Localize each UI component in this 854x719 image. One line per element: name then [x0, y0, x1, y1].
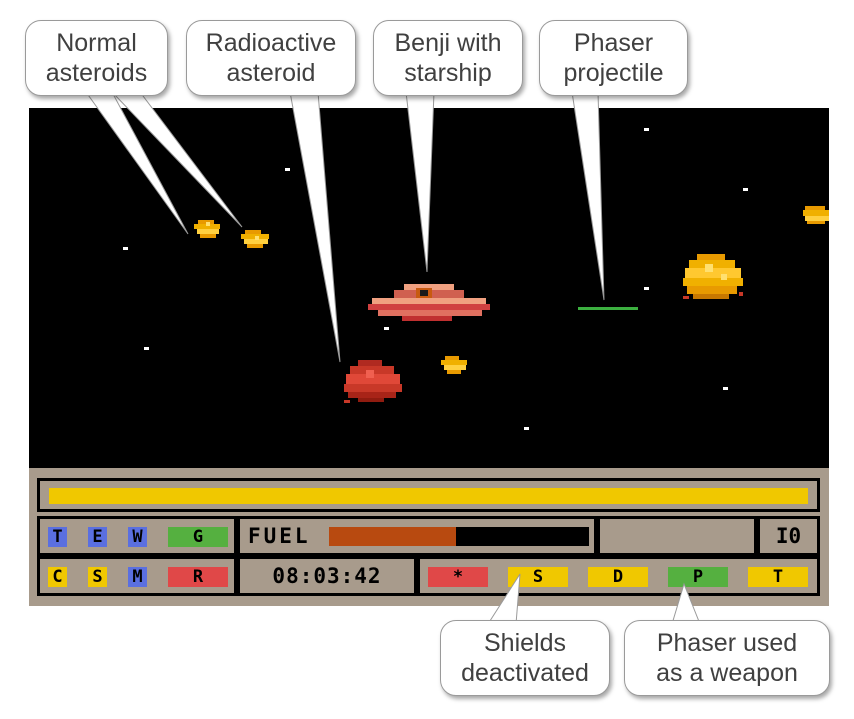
- fuel-panel: FUEL: [237, 516, 597, 556]
- normal-asteroid: [803, 206, 829, 224]
- key-t-label: T: [52, 527, 63, 547]
- stars: [123, 128, 748, 430]
- status-blank: [597, 516, 757, 556]
- normal-asteroid: [194, 220, 220, 238]
- callout-phaser-weapon: Phaser used as a weapon: [624, 620, 830, 696]
- key-c[interactable]: C: [48, 567, 67, 587]
- callout-shields-deactivated: Shields deactivated: [440, 620, 610, 696]
- star: [723, 387, 728, 390]
- fuel-gauge: [329, 527, 589, 546]
- fuel-label: FUEL: [248, 524, 311, 548]
- counter-value: I0: [775, 524, 802, 548]
- action-bar: [417, 556, 820, 596]
- callout-phaser-projectile-text: Phaser projectile: [563, 29, 664, 87]
- space-scene: [123, 128, 829, 430]
- normal-asteroid: [241, 230, 269, 248]
- phaser-button[interactable]: P: [668, 567, 728, 587]
- key-e-label: E: [92, 527, 103, 547]
- action-asterisk-label: *: [452, 567, 464, 587]
- large-asteroid: [683, 254, 743, 299]
- star: [644, 128, 649, 131]
- key-g[interactable]: G: [168, 527, 228, 547]
- star: [524, 427, 529, 430]
- phaser-button-label: P: [692, 567, 704, 587]
- key-w-label: W: [132, 527, 143, 547]
- shield-bar-frame: [37, 478, 820, 512]
- key-r[interactable]: R: [168, 567, 228, 587]
- phaser-projectile: [578, 307, 638, 310]
- callout-radioactive-asteroid-text: Radioactive asteroid: [205, 29, 337, 87]
- callout-normal-asteroids-text: Normal asteroids: [45, 29, 148, 87]
- benji-starship: [368, 284, 490, 321]
- action-d-label: D: [612, 567, 624, 587]
- game-screen: [29, 108, 829, 468]
- radioactive-asteroid: [344, 360, 402, 403]
- key-c-label: C: [52, 567, 63, 587]
- key-m-label: M: [132, 567, 143, 587]
- key-grid-row1: [37, 516, 237, 556]
- shields-button[interactable]: S: [508, 567, 568, 587]
- key-t[interactable]: T: [48, 527, 67, 547]
- shields-button-label: S: [532, 567, 544, 587]
- callout-phaser-weapon-text: Phaser used as a weapon: [656, 629, 798, 687]
- action-asterisk-button[interactable]: *: [428, 567, 488, 587]
- key-s-label: S: [92, 567, 103, 587]
- shield-bar: [49, 488, 808, 504]
- star: [285, 168, 290, 171]
- star: [384, 327, 389, 330]
- key-g-label: G: [192, 527, 204, 547]
- key-w[interactable]: W: [128, 527, 147, 547]
- star: [743, 188, 748, 191]
- callout-radioactive-asteroid: Radioactive asteroid: [186, 20, 356, 96]
- normal-asteroid: [441, 356, 467, 374]
- key-s[interactable]: S: [88, 567, 107, 587]
- control-panel: T E W G C S M R FUEL I0 08:03:42 * S D: [29, 468, 829, 606]
- key-m[interactable]: M: [128, 567, 147, 587]
- time-display: 08:03:42: [237, 556, 417, 596]
- star: [644, 287, 649, 290]
- fuel-gauge-fill: [329, 527, 457, 546]
- key-grid-row2: [37, 556, 237, 596]
- action-t-button[interactable]: T: [748, 567, 808, 587]
- star: [123, 247, 128, 250]
- star: [144, 347, 149, 350]
- counter-display: I0: [757, 516, 820, 556]
- key-r-label: R: [192, 567, 204, 587]
- action-t-label: T: [772, 567, 784, 587]
- key-e[interactable]: E: [88, 527, 107, 547]
- callout-normal-asteroids: Normal asteroids: [25, 20, 168, 96]
- callout-benji-starship-text: Benji with starship: [394, 29, 502, 87]
- time-value: 08:03:42: [272, 564, 382, 588]
- callout-phaser-projectile: Phaser projectile: [539, 20, 688, 96]
- action-d-button[interactable]: D: [588, 567, 648, 587]
- callout-benji-starship: Benji with starship: [373, 20, 523, 96]
- callout-shields-deactivated-text: Shields deactivated: [461, 629, 589, 687]
